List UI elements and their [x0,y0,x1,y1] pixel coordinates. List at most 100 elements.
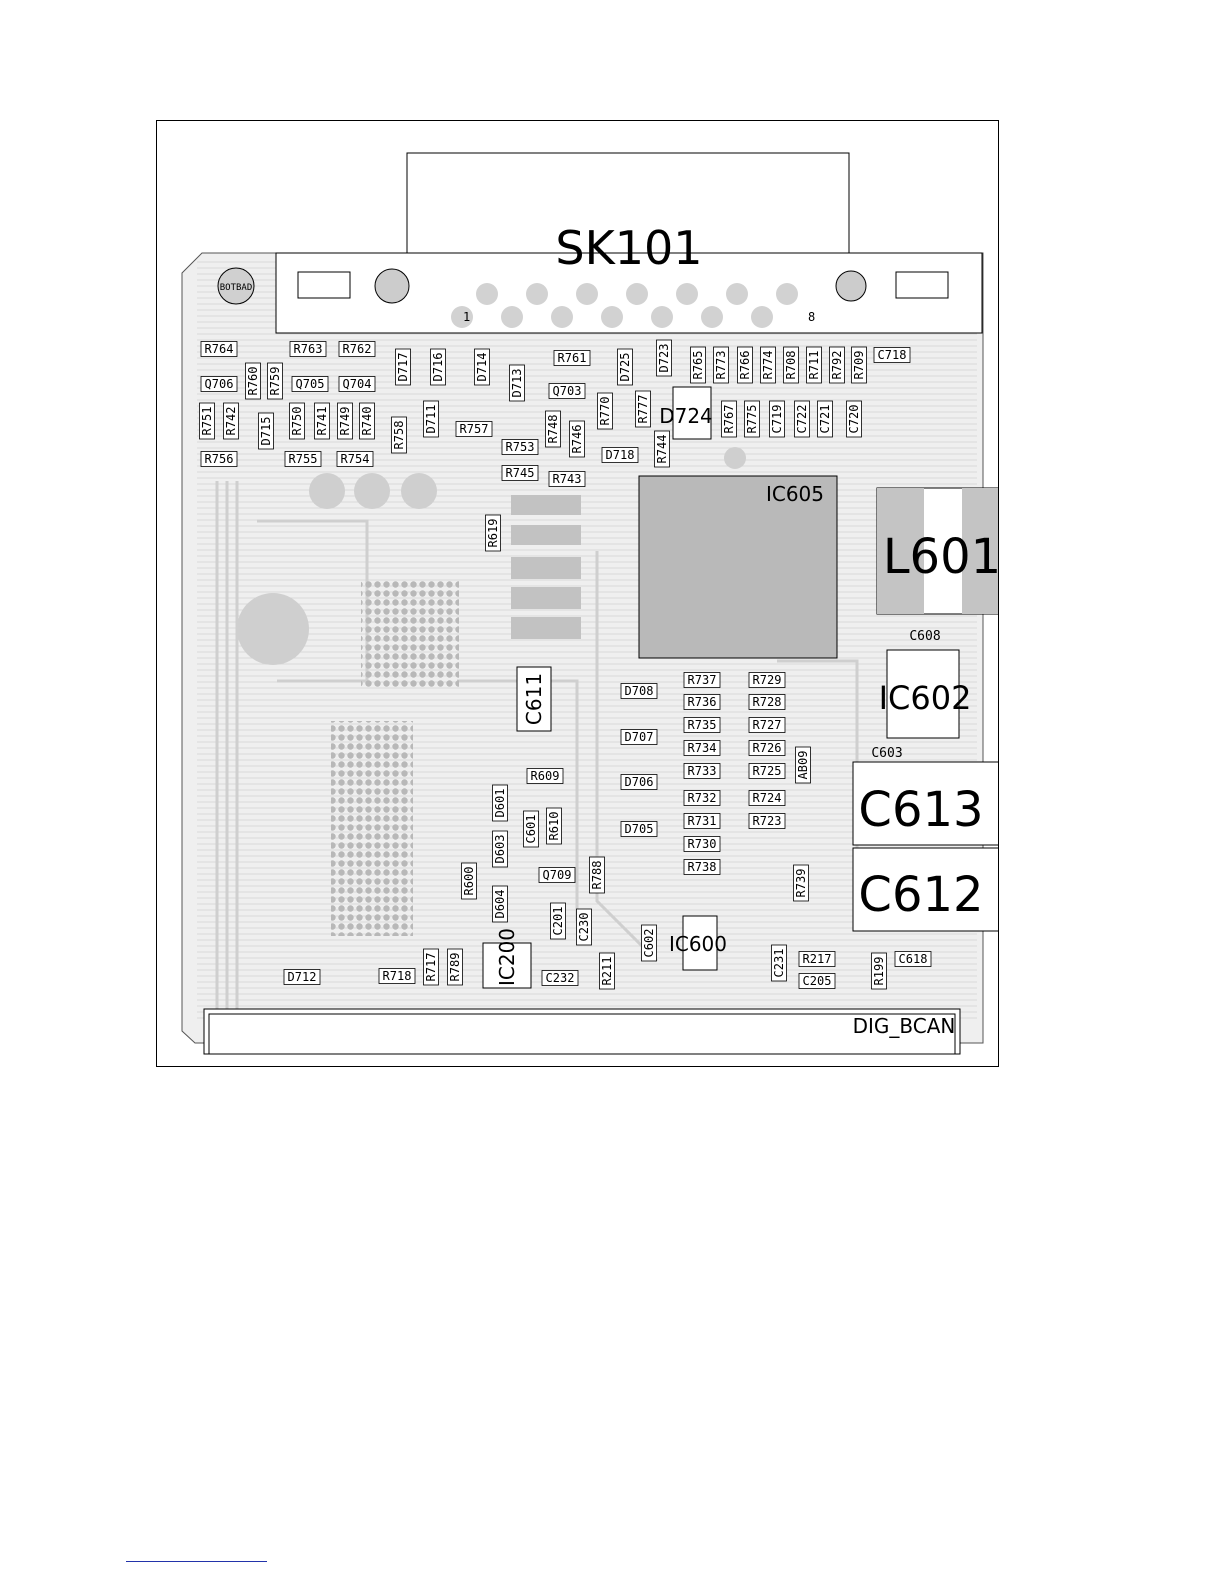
c611-label: C611 [522,673,546,725]
component-label: R762 [343,342,372,356]
component-label: R777 [636,395,650,424]
component-label: R217 [803,952,832,966]
component-label: R609 [531,769,560,783]
component-d601: D601 [492,784,508,822]
component-label: R775 [745,405,759,434]
component-c231: C231 [771,944,787,982]
sk101-mount-hole-left [374,268,410,304]
component-label: D712 [288,970,317,984]
component-r755: R755 [284,451,322,467]
c603-label: C603 [871,746,902,761]
component-r711: R711 [806,346,822,384]
component-r723: R723 [748,813,786,829]
component-label: R708 [784,351,798,380]
component-label: R610 [547,812,561,841]
component-r733: R733 [683,763,721,779]
sk101-pins [451,283,798,328]
botbad-label: BOTBAD [220,283,253,293]
component-d706: D706 [620,774,658,790]
component-label: C618 [899,952,928,966]
component-r732: R732 [683,790,721,806]
pad-row [309,447,746,509]
component-r770: R770 [597,392,613,430]
component-label: Q704 [343,377,372,391]
component-c232: C232 [541,970,579,986]
sk101-label: SK101 [555,221,702,275]
component-r741: R741 [314,402,330,440]
component-r760: R760 [245,362,261,400]
component-r745: R745 [501,465,539,481]
component-label: R717 [424,953,438,982]
component-r764: R764 [200,341,238,357]
component-label: R734 [688,741,717,755]
component-label: C205 [803,974,832,988]
c613-body [852,761,998,846]
component-label: R740 [360,407,374,436]
component-c201: C201 [550,902,566,940]
component-r754: R754 [336,451,374,467]
component-label: D705 [625,822,654,836]
component-label: R755 [289,452,318,466]
l601-pad-right [962,488,998,614]
component-label: R619 [486,519,500,548]
component-r726: R726 [748,740,786,756]
component-r708: R708 [783,346,799,384]
component-r788: R788 [589,856,605,894]
ic602-body [886,649,960,739]
component-d715: D715 [258,412,274,450]
component-d604: D604 [492,885,508,923]
component-c602: C602 [641,924,657,962]
component-label: R739 [794,869,808,898]
component-label: R724 [753,791,782,805]
c612-label: C612 [858,867,983,923]
component-r751: R751 [199,402,215,440]
component-r740: R740 [359,402,375,440]
component-label: C201 [551,907,565,936]
component-r748: R748 [545,410,561,448]
component-c722: C722 [794,400,810,438]
component-label: R764 [205,342,234,356]
component-label: R733 [688,764,717,778]
component-label: R751 [200,407,214,436]
component-d713: D713 [509,364,525,402]
large-round-pad [237,593,309,665]
component-label: D714 [475,353,489,382]
component-r718: R718 [378,968,416,984]
component-r789: R789 [447,948,463,986]
component-label: R709 [852,351,866,380]
component-r777: R777 [635,390,651,428]
component-label: R745 [506,466,535,480]
component-r756: R756 [200,451,238,467]
component-d712: D712 [283,969,321,985]
dig-bcan-connector [203,1008,961,1055]
component-label: Q705 [296,377,325,391]
component-r727: R727 [748,717,786,733]
component-q703: Q703 [548,383,586,399]
component-label: R748 [546,415,560,444]
component-label: D706 [625,775,654,789]
component-label: R759 [268,367,282,396]
component-r762: R762 [338,341,376,357]
component-r763: R763 [289,341,327,357]
ic605-body [638,475,838,659]
component-r766: R766 [737,346,753,384]
component-d717: D717 [395,348,411,386]
component-label: R211 [600,957,614,986]
component-label: R735 [688,718,717,732]
component-r735: R735 [683,717,721,733]
component-label: C601 [524,815,538,844]
component-r609: R609 [526,768,564,784]
component-r750: R750 [289,402,305,440]
component-label: R788 [590,861,604,890]
component-label: R723 [753,814,782,828]
component-label: C602 [642,929,656,958]
component-label: R725 [753,764,782,778]
power-pads [511,495,581,639]
component-r775: R775 [744,400,760,438]
ic600-label: IC600 [669,932,727,956]
component-label: D603 [493,835,507,864]
component-r739: R739 [793,864,809,902]
component-label: D708 [625,684,654,698]
component-label: D725 [618,353,632,382]
component-c720: C720 [846,400,862,438]
